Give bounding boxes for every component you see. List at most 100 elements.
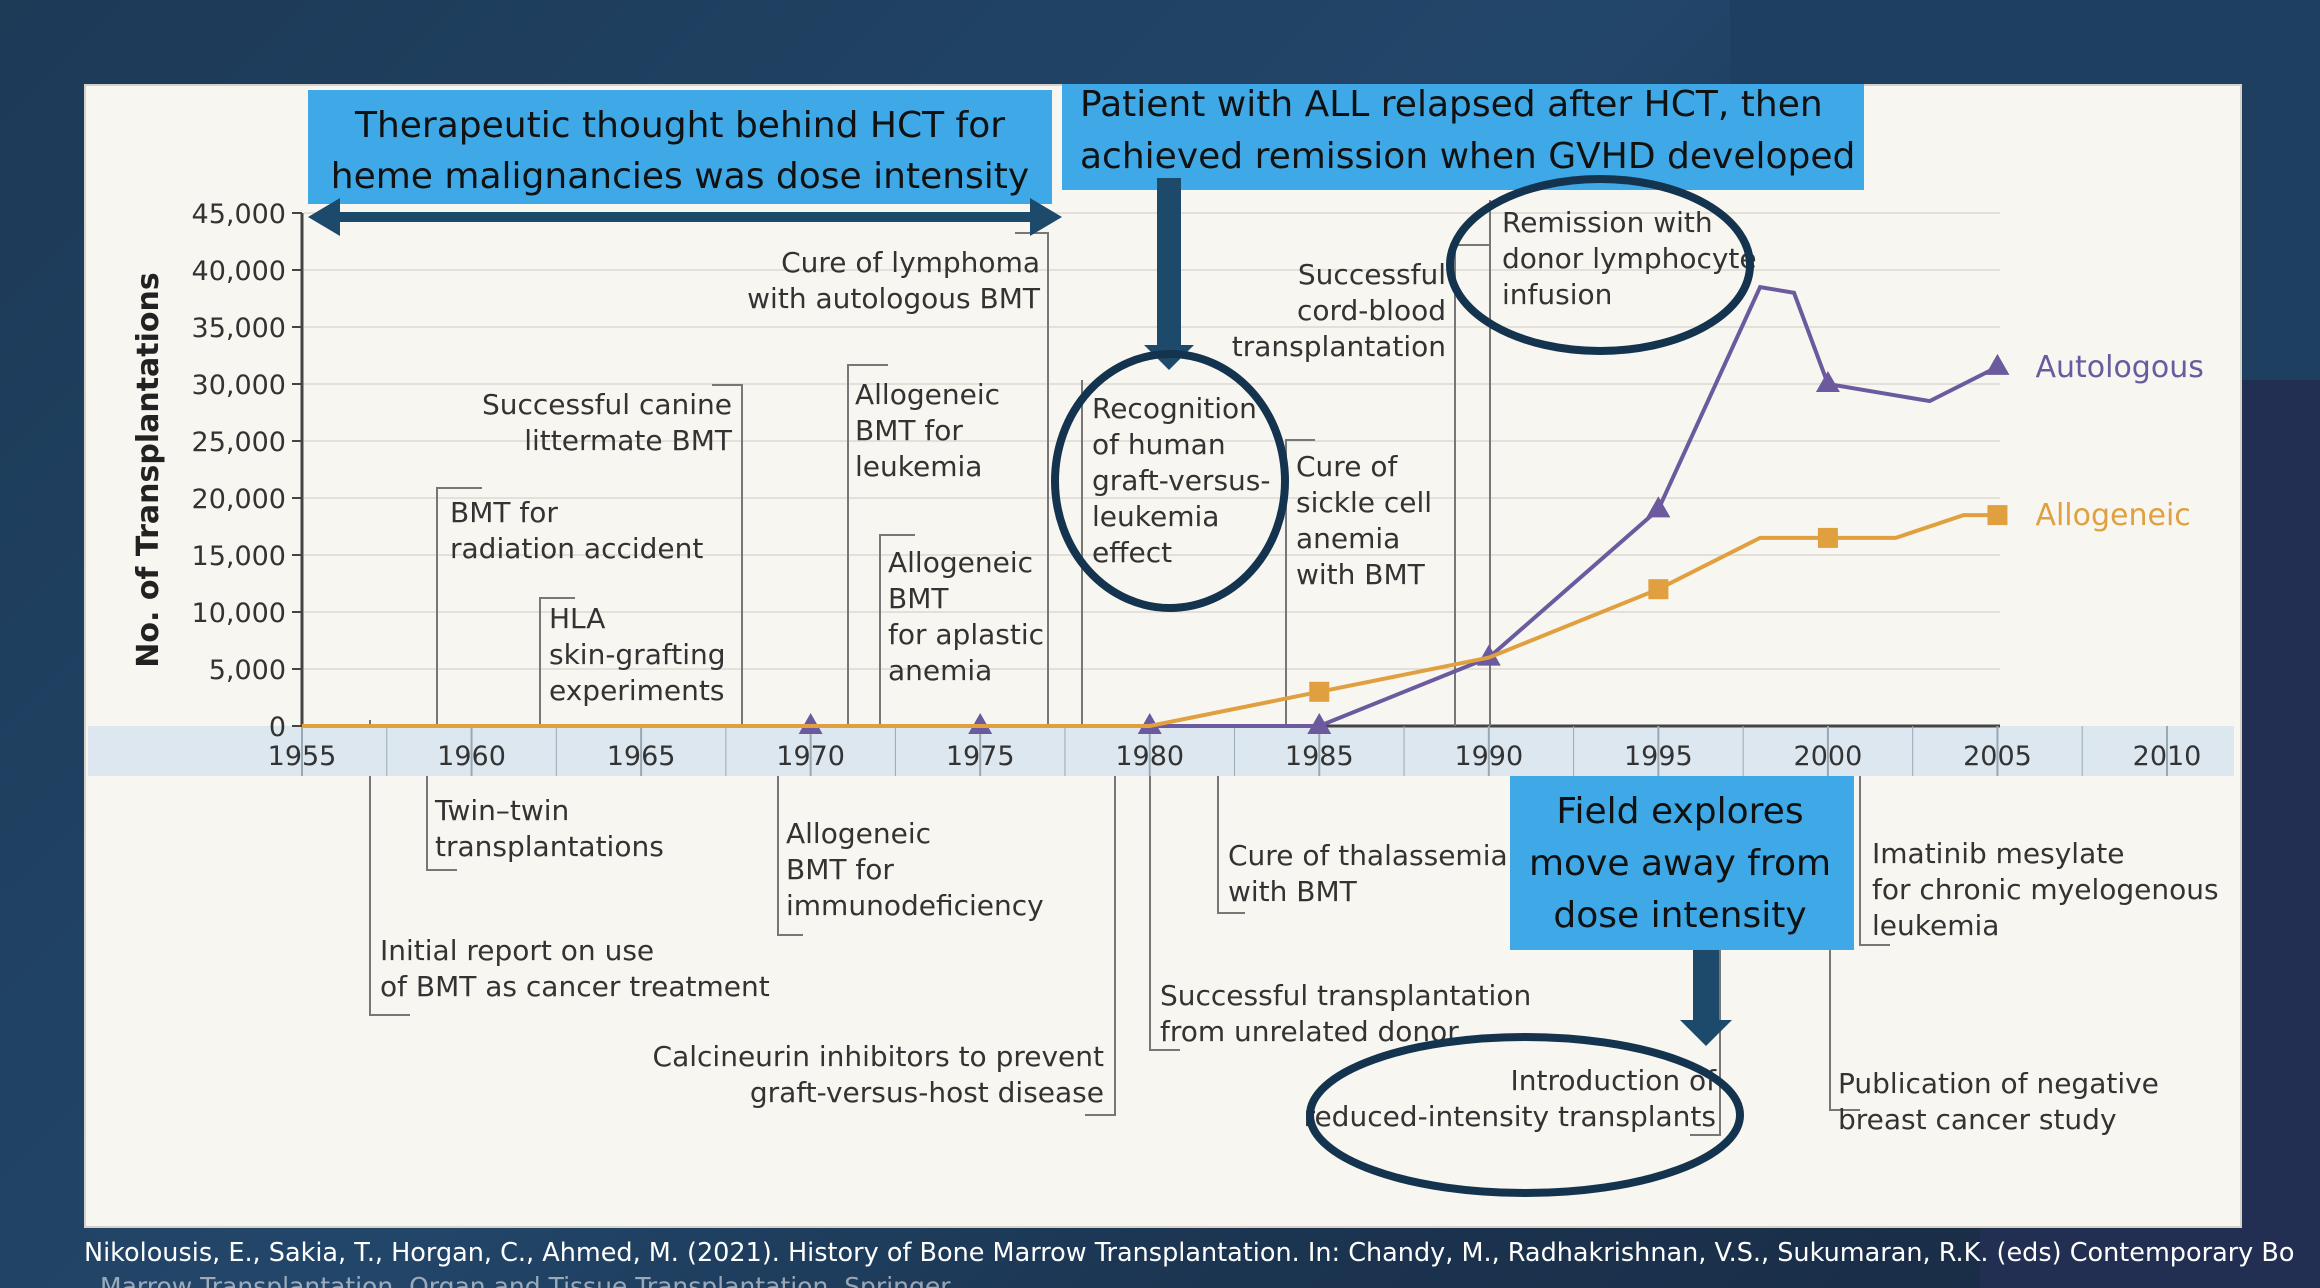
timeline-band bbox=[88, 726, 2234, 776]
annotation-leader bbox=[712, 384, 743, 726]
down-arrow-shaft bbox=[1157, 178, 1181, 348]
y-tick-label: 15,000 bbox=[192, 541, 286, 572]
callout-box bbox=[308, 90, 1052, 204]
annotation-above: BMT for bbox=[450, 496, 558, 529]
arrow-head-left bbox=[308, 198, 340, 236]
x-tick-label: 2000 bbox=[1794, 741, 1863, 772]
data-point-autologous bbox=[798, 713, 823, 734]
x-tick-label: 1975 bbox=[946, 741, 1015, 772]
annotation-leader bbox=[1859, 776, 1890, 946]
y-tick-label: 5,000 bbox=[209, 655, 286, 686]
arrow-head-right bbox=[1030, 198, 1062, 236]
highlight-circle bbox=[1051, 350, 1289, 612]
annotation-above: Allogeneic bbox=[888, 546, 1033, 579]
annotation-below: immunodeficiency bbox=[786, 889, 1044, 922]
data-point-allogeneic bbox=[1987, 505, 2008, 526]
down-arrow-head bbox=[1680, 1020, 1732, 1046]
annotation-below: reduced-intensity transplants bbox=[1304, 1100, 1716, 1133]
annotation-above: littermate BMT bbox=[524, 424, 733, 457]
annotation-below: Publication of negative bbox=[1838, 1067, 2159, 1100]
annotation-above: BMT for bbox=[855, 414, 963, 447]
annotation-below: Allogeneic bbox=[786, 817, 931, 850]
annotation-above: radiation accident bbox=[450, 532, 703, 565]
annotation-below: breast cancer study bbox=[1838, 1103, 2117, 1136]
annotation-above: with BMT bbox=[1296, 558, 1426, 591]
annotation-below: from unrelated donor bbox=[1160, 1015, 1459, 1048]
citation-caption: Nikolousis, E., Sakia, T., Horgan, C., A… bbox=[84, 1238, 2294, 1268]
annotation-leader bbox=[847, 364, 888, 726]
y-tick-label: 20,000 bbox=[192, 484, 286, 515]
annotation-above: BMT bbox=[888, 582, 949, 615]
annotation-above: with autologous BMT bbox=[747, 282, 1041, 315]
annotation-below: of BMT as cancer treatment bbox=[380, 970, 770, 1003]
y-tick-label: 0 bbox=[269, 712, 286, 743]
callout-text: heme malignancies was dose intensity bbox=[331, 156, 1029, 197]
annotation-above: transplantation bbox=[1232, 330, 1446, 363]
annotation-above: Successful canine bbox=[482, 388, 732, 421]
annotation-above: Recognition bbox=[1092, 392, 1257, 425]
annotation-below: for chronic myelogenous bbox=[1872, 873, 2219, 906]
data-point-autologous bbox=[1137, 713, 1162, 734]
x-tick-label: 1970 bbox=[776, 741, 845, 772]
annotation-below: with BMT bbox=[1228, 875, 1358, 908]
annotation-below: Calcineurin inhibitors to prevent bbox=[653, 1040, 1104, 1073]
y-tick-label: 10,000 bbox=[192, 598, 286, 629]
callout-text: Field explores bbox=[1556, 791, 1803, 832]
data-point-allogeneic bbox=[1817, 527, 1838, 548]
annotation-above: of human bbox=[1092, 428, 1226, 461]
annotation-above: cord-blood bbox=[1297, 294, 1446, 327]
annotation-leader bbox=[539, 597, 575, 726]
annotation-below: Introduction of bbox=[1511, 1064, 1718, 1097]
annotation-below: Twin–twin bbox=[434, 794, 569, 827]
annotation-leader bbox=[436, 487, 482, 726]
annotation-above: for aplastic bbox=[888, 618, 1044, 651]
annotation-below: graft-versus-host disease bbox=[750, 1076, 1104, 1109]
callout-box bbox=[1062, 84, 1864, 190]
annotation-leader bbox=[879, 534, 915, 726]
highlight-circle bbox=[1446, 175, 1754, 355]
annotation-above: Successful bbox=[1298, 258, 1446, 291]
callout-text: achieved remission when GVHD developed bbox=[1080, 136, 1855, 177]
annotation-below: Successful transplantation bbox=[1160, 979, 1531, 1012]
legend-autologous: Autologous bbox=[2035, 350, 2203, 385]
data-point-autologous bbox=[1985, 353, 2010, 375]
data-point-allogeneic bbox=[1309, 681, 1330, 702]
annotation-above: infusion bbox=[1502, 278, 1612, 311]
annotation-below: leukemia bbox=[1872, 909, 1999, 942]
annotation-above: HLA bbox=[549, 602, 605, 635]
callout-text: dose intensity bbox=[1553, 895, 1806, 936]
annotation-above: graft-versus- bbox=[1092, 464, 1270, 497]
annotation-above: Cure of lymphoma bbox=[781, 246, 1040, 279]
annotation-below: Cure of thalassemia bbox=[1228, 839, 1508, 872]
x-tick-label: 1965 bbox=[607, 741, 676, 772]
annotation-leader bbox=[426, 776, 457, 871]
annotation-above: leukemia bbox=[855, 450, 982, 483]
x-tick-label: 1955 bbox=[268, 741, 337, 772]
x-tick-label: 1990 bbox=[1454, 741, 1523, 772]
data-point-autologous bbox=[1815, 371, 1840, 392]
callout-text: Patient with ALL relapsed after HCT, the… bbox=[1080, 84, 1823, 125]
annotation-leader bbox=[1217, 776, 1245, 914]
annotation-below: Imatinib mesylate bbox=[1872, 837, 2124, 870]
highlight-circle bbox=[1306, 1033, 1744, 1197]
y-tick-label: 35,000 bbox=[192, 313, 286, 344]
callout-box bbox=[1510, 776, 1854, 950]
data-point-autologous bbox=[968, 713, 993, 734]
annotation-above: experiments bbox=[549, 674, 724, 707]
data-point-autologous bbox=[1307, 713, 1332, 734]
y-tick-label: 45,000 bbox=[192, 199, 286, 230]
callout-text: Therapeutic thought behind HCT for bbox=[354, 105, 1005, 146]
legend-allogeneic: Allogeneic bbox=[2035, 498, 2190, 533]
annotation-above: anemia bbox=[1296, 522, 1400, 555]
x-tick-label: 1995 bbox=[1624, 741, 1693, 772]
data-point-allogeneic bbox=[1648, 579, 1669, 600]
x-tick-label: 1985 bbox=[1285, 741, 1354, 772]
x-tick-label: 1960 bbox=[437, 741, 506, 772]
annotation-above: leukemia bbox=[1092, 500, 1219, 533]
annotation-below: BMT for bbox=[786, 853, 894, 886]
callout-text: move away from bbox=[1529, 843, 1831, 884]
annotation-above: Remission with bbox=[1502, 206, 1713, 239]
annotation-leader bbox=[1015, 232, 1049, 726]
annotation-above: Cure of bbox=[1296, 450, 1398, 483]
